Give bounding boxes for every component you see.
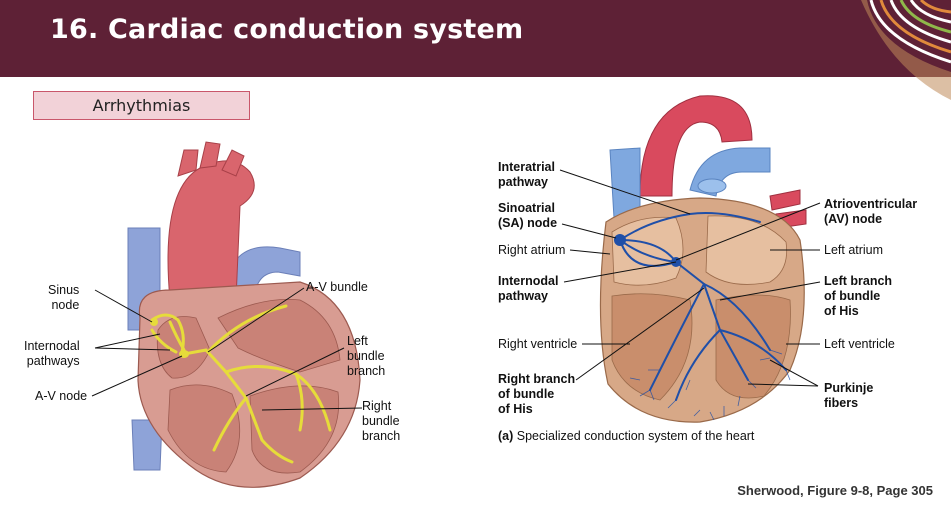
caption-letter: (a) bbox=[498, 429, 514, 443]
label-av-bundle: A-V bundle bbox=[306, 280, 368, 294]
corner-decoration-icon bbox=[861, 0, 951, 100]
right-heart-illustration bbox=[599, 95, 807, 423]
left-heart-illustration bbox=[127, 141, 361, 488]
source-citation: Sherwood, Figure 9-8, Page 305 bbox=[737, 483, 933, 498]
slide-header bbox=[0, 0, 951, 77]
caption-text: Specialized conduction system of the hea… bbox=[516, 429, 755, 443]
label-sa-node: Sinoatrial(SA) node bbox=[498, 201, 558, 230]
tag-label: Arrhythmias bbox=[92, 96, 191, 115]
arrhythmias-tag: Arrhythmias bbox=[33, 91, 250, 120]
label-av-node-right: Atrioventricular(AV) node bbox=[824, 197, 918, 226]
label-left-atrium: Left atrium bbox=[824, 243, 884, 257]
label-av-node: A-V node bbox=[35, 389, 88, 403]
figure-caption: (a) Specialized conduction system of the… bbox=[498, 429, 754, 443]
label-right-ventricle: Right ventricle bbox=[498, 337, 578, 351]
slide-title: 16. Cardiac conduction system bbox=[50, 14, 524, 45]
label-right-atrium: Right atrium bbox=[498, 243, 566, 257]
label-left-ventricle: Left ventricle bbox=[824, 337, 895, 351]
